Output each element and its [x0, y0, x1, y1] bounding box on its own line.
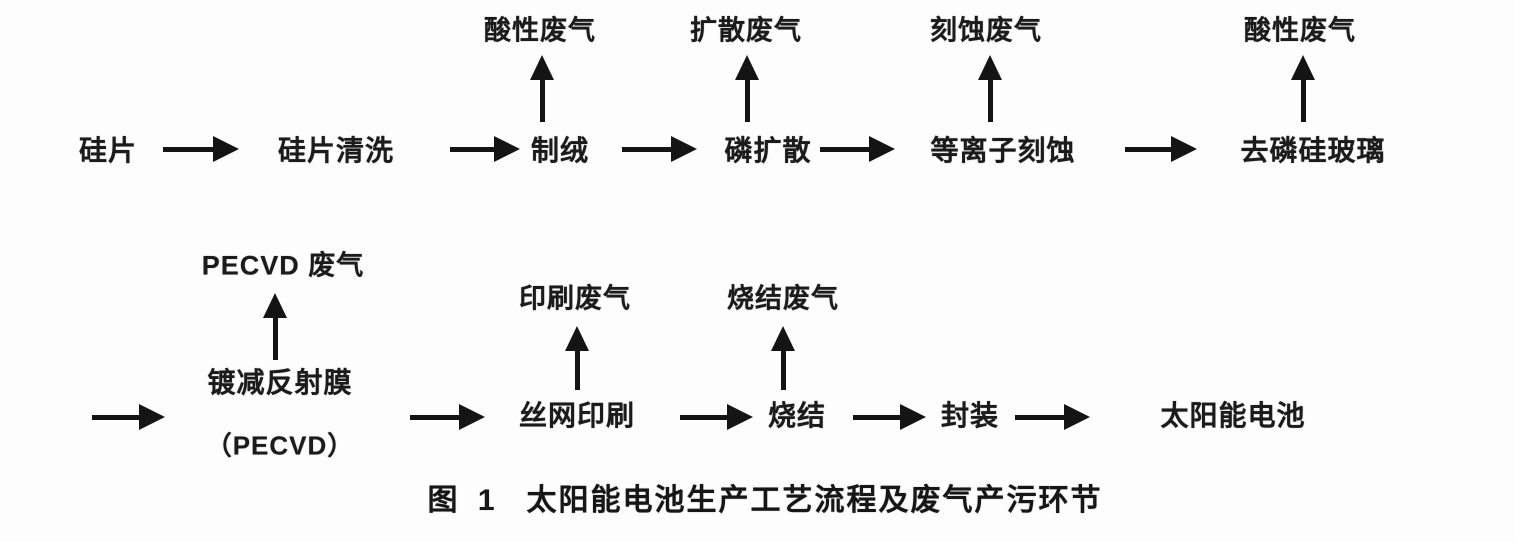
arrow-shaft: [820, 146, 869, 152]
arrow-head: [735, 55, 759, 80]
flow-arrow-8-icon: [680, 404, 753, 430]
flow-arrow-10-icon: [1015, 404, 1090, 430]
arrow-head: [1064, 404, 1090, 430]
waste-arrow-etching-icon: [977, 55, 1003, 122]
arrow-shaft: [163, 146, 213, 152]
arrow-head: [869, 136, 895, 162]
waste-label-acid-gas-1: 酸性废气: [484, 15, 596, 46]
arrow-shaft: [680, 414, 727, 420]
arrow-head: [900, 404, 926, 430]
arrow-shaft: [780, 351, 786, 390]
figure-title: 太阳能电池生产工艺流程及废气产污环节: [526, 484, 1103, 517]
step-sintering: 烧结: [767, 400, 827, 431]
flow-arrow-5-icon: [1125, 136, 1197, 162]
step-screen-printing: 丝网印刷: [518, 400, 636, 431]
arrow-head: [139, 404, 165, 430]
arrow-shaft: [1300, 80, 1306, 122]
arrow-shaft: [574, 351, 580, 390]
arrow-shaft: [539, 80, 545, 122]
step-wafer-cleaning: 硅片清洗: [277, 135, 395, 166]
figure-caption: 图 1 太阳能电池生产工艺流程及废气产污环节: [427, 475, 1102, 519]
arrow-head: [978, 55, 1002, 80]
waste-arrow-psg-icon: [1290, 55, 1316, 122]
arrow-shaft: [987, 80, 993, 122]
arrow-shaft: [272, 318, 278, 360]
arrow-head: [530, 55, 554, 80]
arrow-head: [263, 293, 287, 318]
flow-arrow-3-icon: [622, 136, 697, 162]
arrow-head: [459, 404, 485, 430]
waste-label-etching-gas: 刻蚀废气: [930, 15, 1042, 46]
arrow-head: [727, 404, 753, 430]
arrow-shaft: [92, 414, 139, 420]
arrow-shaft: [1125, 146, 1171, 152]
arrow-head: [1171, 136, 1197, 162]
arrow-head: [671, 136, 697, 162]
waste-arrow-texturing-icon: [529, 55, 555, 122]
flow-arrow-6-icon: [92, 404, 165, 430]
flow-arrow-2-icon: [450, 136, 520, 162]
step-solar-cell: 太阳能电池: [1160, 400, 1306, 431]
arrow-head: [565, 326, 589, 351]
waste-label-sintering-gas: 烧结废气: [727, 283, 839, 314]
waste-label-acid-gas-2: 酸性废气: [1244, 15, 1356, 46]
waste-arrow-diffusion-icon: [734, 55, 760, 122]
waste-label-diffusion-gas: 扩散废气: [690, 15, 802, 46]
waste-label-printing-gas: 印刷废气: [519, 283, 631, 314]
figure-number: 图 1: [427, 484, 501, 517]
flow-arrow-4-icon: [820, 136, 895, 162]
waste-arrow-printing-icon: [564, 326, 590, 390]
waste-label-pecvd-gas: PECVD 废气: [201, 250, 365, 281]
arrow-head: [213, 136, 239, 162]
arrow-shaft: [1015, 414, 1064, 420]
arrow-shaft: [744, 80, 750, 122]
arrow-shaft: [410, 414, 459, 420]
step-ar-coating: 镀减反射膜: [207, 367, 353, 398]
step-psg-removal: 去磷硅玻璃: [1240, 135, 1386, 166]
flow-arrow-7-icon: [410, 404, 485, 430]
arrow-shaft: [853, 414, 900, 420]
arrow-shaft: [450, 146, 494, 152]
arrow-head: [771, 326, 795, 351]
step-texturing: 制绒: [530, 135, 590, 166]
step-plasma-etching: 等离子刻蚀: [930, 135, 1076, 166]
step-phosphorus-diffusion: 磷扩散: [724, 135, 812, 166]
step-ar-coating-sublabel: （PECVD）: [205, 430, 355, 461]
arrow-head: [1291, 55, 1315, 80]
arrow-head: [494, 136, 520, 162]
flow-arrow-9-icon: [853, 404, 926, 430]
flow-arrow-1-icon: [163, 136, 239, 162]
step-encapsulation: 封装: [940, 400, 1000, 431]
step-silicon-wafer: 硅片: [78, 135, 138, 166]
waste-arrow-sintering-icon: [770, 326, 796, 390]
waste-arrow-pecvd-icon: [262, 293, 288, 360]
arrow-shaft: [622, 146, 671, 152]
